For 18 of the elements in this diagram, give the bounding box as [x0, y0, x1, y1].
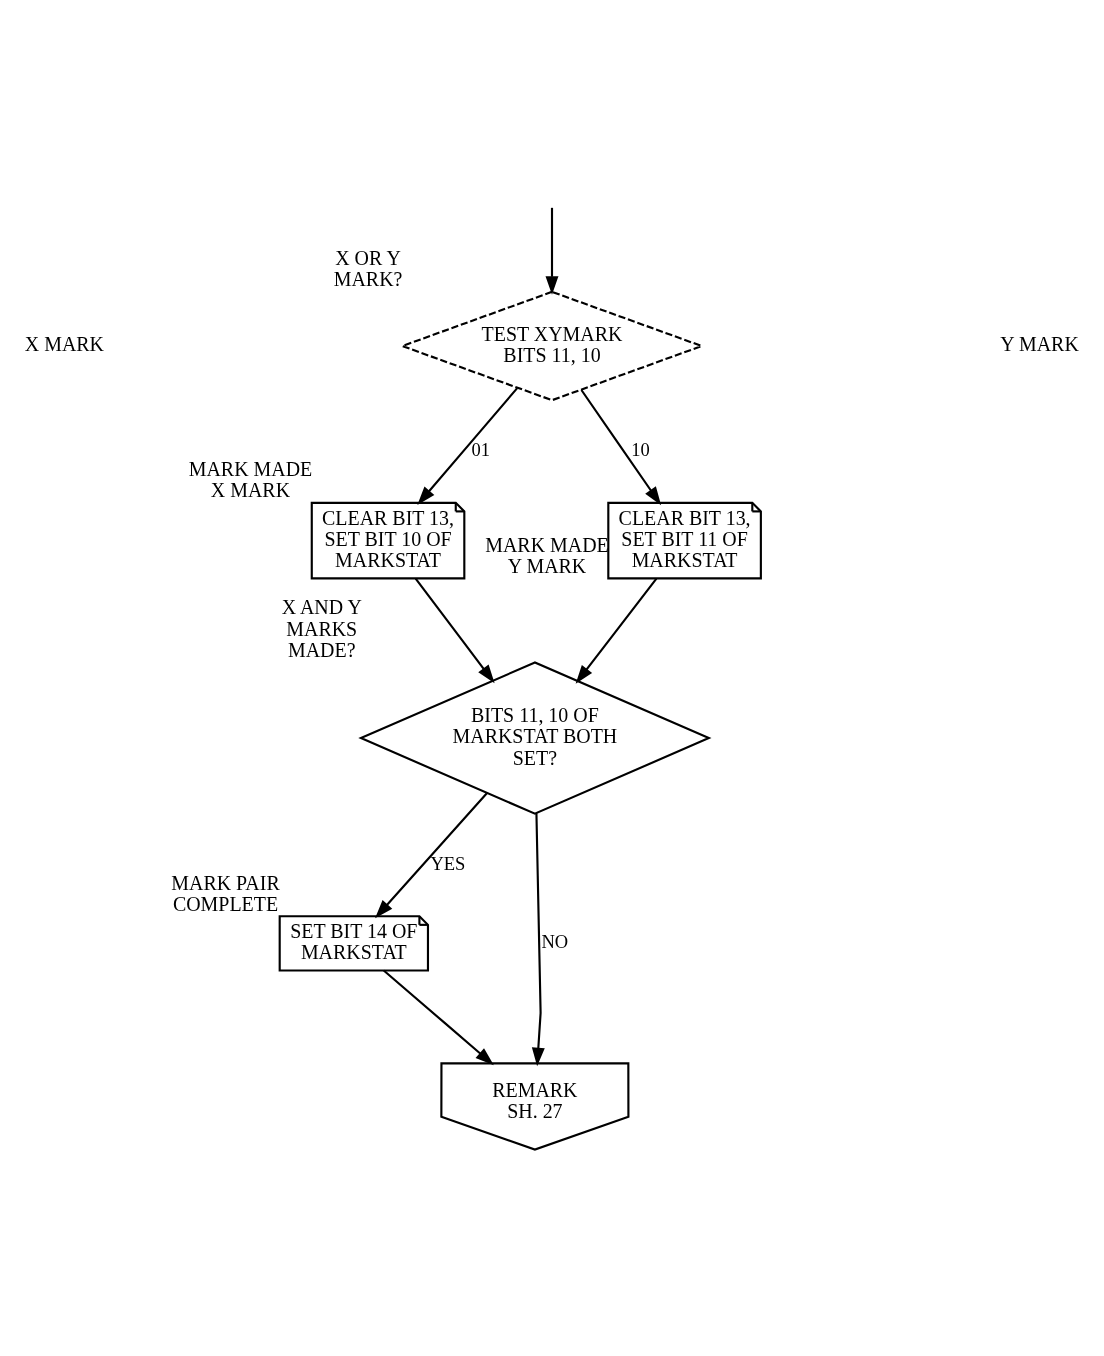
node-label: X AND Y MARKS MADE?	[281, 596, 362, 662]
arrow	[417, 387, 519, 505]
edge-label: 10	[631, 439, 650, 461]
arrow	[531, 813, 545, 1067]
arrow	[414, 578, 495, 684]
node-label: MARK PAIR COMPLETE	[171, 871, 280, 915]
edge-label: NO	[541, 931, 569, 953]
node-label: X OR Y MARK?	[333, 247, 403, 291]
arrow	[545, 207, 559, 295]
arrow	[580, 389, 662, 506]
edge-label: 01	[471, 439, 490, 461]
label: Y MARK	[1000, 333, 1079, 356]
arrow	[575, 578, 658, 684]
node-label: MARK MADE X MARK	[188, 458, 313, 502]
arrow	[383, 969, 494, 1066]
label: X MARK	[24, 333, 105, 356]
edge-label: YES	[430, 852, 466, 874]
arrow	[375, 792, 488, 919]
